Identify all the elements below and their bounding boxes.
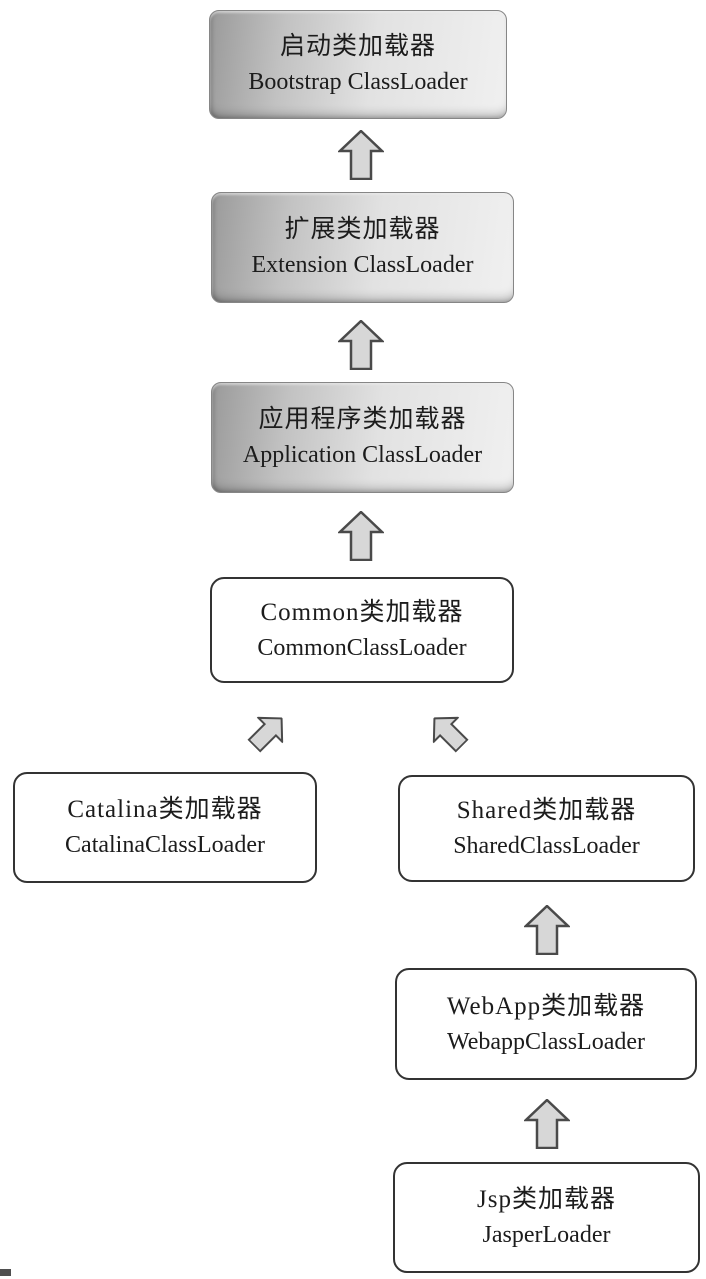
node-extension-label-zh: 扩展类加载器 — [284, 216, 441, 243]
node-jsp-label-zh: Jsp类加载器 — [477, 1186, 616, 1213]
node-webapp-label-en: WebappClassLoader — [447, 1028, 645, 1055]
arrow-webapp-to-shared-icon — [522, 905, 572, 955]
node-jsp-classloader: Jsp类加载器 JasperLoader — [393, 1162, 700, 1273]
node-catalina-label-zh: Catalina类加载器 — [67, 796, 263, 823]
node-shared-label-en: SharedClassLoader — [453, 833, 640, 859]
node-application-classloader: 应用程序类加载器 Application ClassLoader — [211, 382, 514, 493]
node-common-label-en: CommonClassLoader — [257, 634, 467, 661]
arrow-common-to-application-icon — [336, 511, 386, 561]
node-jsp-label-en: JasperLoader — [482, 1222, 611, 1248]
node-shared-classloader: Shared类加载器 SharedClassLoader — [398, 775, 695, 882]
node-common-classloader: Common类加载器 CommonClassLoader — [210, 577, 514, 683]
node-bootstrap-label-en: Bootstrap ClassLoader — [248, 69, 468, 95]
arrow-catalina-to-common-icon — [244, 706, 292, 758]
node-webapp-classloader: WebApp类加载器 WebappClassLoader — [395, 968, 697, 1080]
node-extension-label-en: Extension ClassLoader — [251, 252, 474, 278]
arrow-shared-to-common-icon — [424, 706, 472, 758]
node-catalina-label-en: CatalinaClassLoader — [65, 832, 265, 858]
node-application-label-zh: 应用程序类加载器 — [258, 406, 467, 433]
arrow-application-to-extension-icon — [336, 320, 386, 370]
arrow-jsp-to-webapp-icon — [522, 1099, 572, 1149]
node-webapp-label-zh: WebApp类加载器 — [446, 992, 646, 1020]
node-bootstrap-classloader: 启动类加载器 Bootstrap ClassLoader — [209, 10, 507, 119]
node-bootstrap-label-zh: 启动类加载器 — [279, 33, 436, 60]
node-extension-classloader: 扩展类加载器 Extension ClassLoader — [211, 192, 514, 303]
node-application-label-en: Application ClassLoader — [242, 442, 483, 468]
page-corner-artifact — [0, 1269, 11, 1276]
arrow-extension-to-bootstrap-icon — [336, 130, 386, 180]
node-catalina-classloader: Catalina类加载器 CatalinaClassLoader — [13, 772, 317, 883]
node-common-label-zh: Common类加载器 — [260, 598, 464, 626]
node-shared-label-zh: Shared类加载器 — [456, 797, 637, 824]
